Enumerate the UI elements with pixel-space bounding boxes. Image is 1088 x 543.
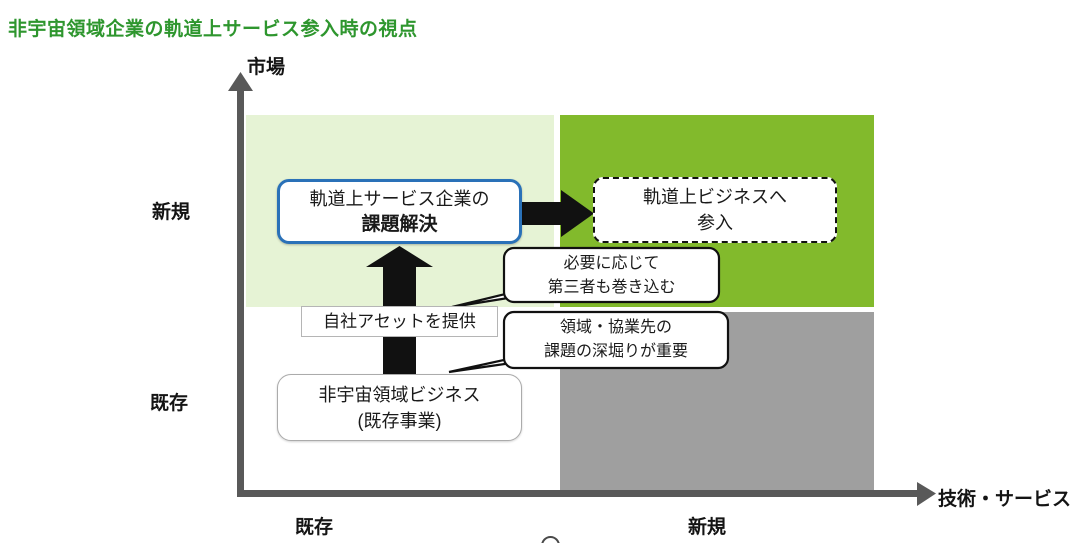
node-solution-box: 軌道上サービス企業の 課題解決 bbox=[277, 179, 522, 244]
callout-deep-dive-text: 領域・協業先の 課題の深堀りが重要 bbox=[504, 316, 728, 364]
node-entry-line2: 参入 bbox=[697, 213, 733, 233]
node-existing-line2: (既存事業) bbox=[357, 410, 442, 431]
x-axis-label: 技術・サービス bbox=[938, 489, 1072, 510]
callout-third-party-line2: 第三者も巻き込む bbox=[547, 279, 676, 296]
node-solution-line2: 課題解決 bbox=[361, 213, 438, 235]
x-axis-line bbox=[237, 490, 920, 497]
node-existing-line1: 非宇宙領域ビジネス bbox=[318, 384, 481, 405]
node-existing-business-box: 非宇宙領域ビジネス (既存事業) bbox=[277, 374, 522, 441]
x-axis-arrowhead-icon bbox=[917, 482, 936, 506]
x-axis-tick-existing: 既存 bbox=[295, 517, 334, 538]
node-solution-line1: 軌道上サービス企業の bbox=[309, 188, 490, 209]
asset-provision-label: 自社アセットを提供 bbox=[323, 312, 476, 331]
callout-third-party-line1: 必要に応じて bbox=[563, 255, 660, 272]
callout-deep-dive-line2: 課題の深堀りが重要 bbox=[543, 343, 688, 360]
y-axis-label: 市場 bbox=[247, 57, 286, 78]
callout-deep-dive-line1: 領域・協業先の bbox=[559, 319, 672, 336]
partial-circle-artifact bbox=[541, 536, 560, 543]
y-axis-line bbox=[237, 84, 244, 497]
asset-provision-label-box: 自社アセットを提供 bbox=[301, 306, 498, 337]
node-entry-box: 軌道上ビジネスへ 参入 bbox=[593, 177, 837, 243]
y-axis-tick-existing: 既存 bbox=[150, 393, 189, 414]
x-axis-tick-new: 新規 bbox=[688, 517, 727, 538]
diagram-title: 非宇宙領域企業の軌道上サービス参入時の視点 bbox=[8, 19, 418, 40]
node-entry-line1: 軌道上ビジネスへ bbox=[643, 187, 787, 207]
y-axis-tick-new: 新規 bbox=[152, 202, 191, 223]
callout-third-party-text: 必要に応じて 第三者も巻き込む bbox=[504, 252, 719, 300]
